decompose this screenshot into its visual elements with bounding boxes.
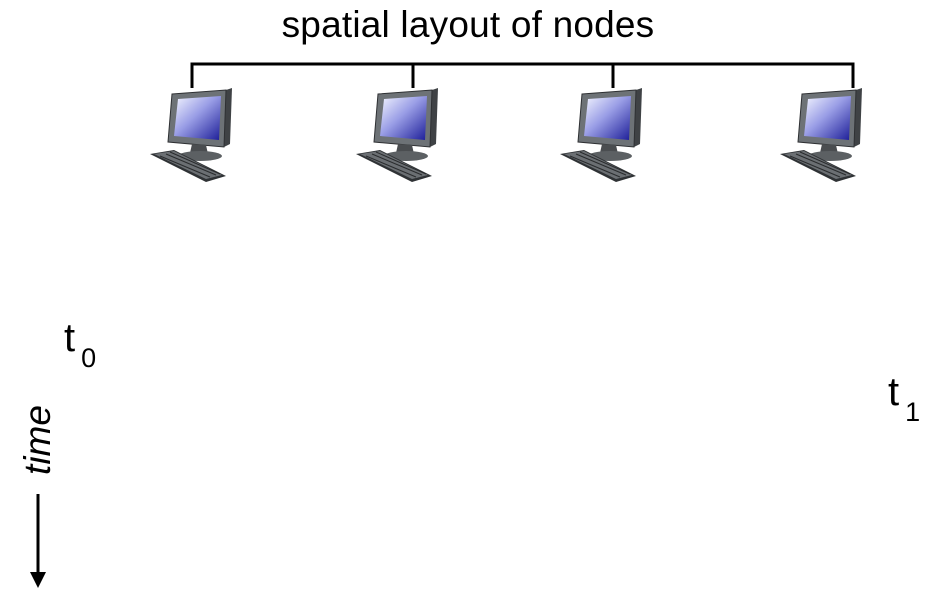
computer-icon (780, 88, 862, 182)
bus-line (190, 62, 855, 88)
arrow-down-icon (30, 494, 46, 588)
computer-icon (560, 88, 642, 182)
time-marker-base: t (888, 370, 900, 414)
time-axis-text: time (17, 405, 58, 475)
node-4 (778, 84, 874, 188)
time-marker-base: t (64, 316, 76, 360)
computer-icon (150, 88, 232, 182)
computer-icon (356, 88, 438, 182)
time-axis-label: time (12, 388, 64, 492)
time-marker-subscript: 0 (81, 343, 97, 373)
time-marker-subscript: 1 (905, 397, 921, 427)
node-2 (354, 84, 450, 188)
diagram-title: spatial layout of nodes (281, 4, 655, 45)
node-3 (558, 84, 654, 188)
node-1 (148, 84, 244, 188)
